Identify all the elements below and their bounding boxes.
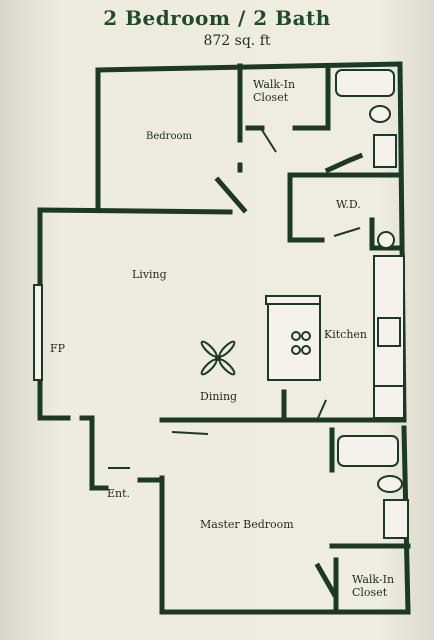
wall-bedroom-bottom (37, 207, 233, 215)
master-door (171, 431, 209, 435)
pantry-door (317, 399, 327, 419)
label-living: Living (132, 268, 167, 281)
water-heater (377, 231, 395, 249)
master-closet-door (314, 562, 338, 598)
burner-3 (291, 345, 301, 355)
closet-door-swing (261, 129, 277, 153)
wall-top (95, 61, 403, 73)
toilet-top (369, 105, 391, 123)
ceiling-fan-icon (200, 340, 236, 376)
label-bedroom: Bedroom (146, 131, 192, 142)
fireplace-window (33, 284, 43, 381)
label-walk-in-closet-bottom: Walk-In Closet (352, 573, 395, 599)
toilet-bottom (377, 475, 403, 493)
burner-2 (301, 331, 311, 341)
tub-bottom (337, 435, 399, 467)
wall-laundry-left (287, 172, 325, 243)
label-kitchen: Kitchen (324, 328, 367, 341)
label-fp: FP (50, 342, 66, 355)
plan-title: 2 Bedroom / 2 Bath (103, 6, 331, 30)
plan-area: 872 sq. ft (203, 33, 271, 49)
bedroom-door (214, 176, 248, 214)
bath-door-top (324, 152, 364, 174)
burner-1 (291, 331, 301, 341)
sink-bottom (383, 499, 409, 539)
wall-living-left-lower (37, 377, 71, 421)
label-walk-in-closet-top: Walk-In Closet (253, 78, 296, 104)
wall-laundry-right (369, 217, 403, 251)
kitchen-island-top (265, 295, 321, 305)
burner-4 (301, 345, 311, 355)
fridge (373, 385, 405, 419)
label-wd: W.D. (336, 198, 361, 211)
label-master-bedroom: Master Bedroom (200, 518, 294, 531)
label-dining: Dining (200, 390, 238, 403)
tub-top (335, 69, 395, 97)
wall-entry-left (79, 415, 109, 491)
sink-top (373, 134, 397, 168)
label-entry: Ent. (107, 487, 131, 500)
kitchen-sink (377, 317, 401, 347)
wall-closet-right (292, 63, 331, 131)
laundry-door (333, 227, 361, 237)
outer-walls (37, 61, 411, 615)
